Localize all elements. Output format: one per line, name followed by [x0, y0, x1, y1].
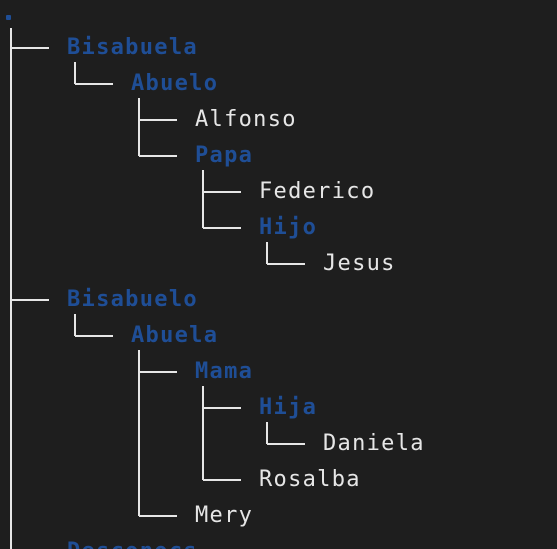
tree-directory-item[interactable]: Hija — [259, 395, 318, 420]
tree-file-item[interactable]: Federico — [259, 179, 376, 204]
tree-directory-item[interactable]: Desconocs — [67, 534, 198, 549]
tree-file-item[interactable]: Rosalba — [259, 467, 361, 492]
tree-file-item[interactable]: Jesus — [323, 251, 396, 276]
tree-file-item[interactable]: Mery — [195, 503, 254, 528]
tree-directory-item[interactable]: Abuelo — [131, 71, 219, 96]
tree-file-item[interactable]: Alfonso — [195, 107, 297, 132]
tree-directory-item[interactable]: Bisabuela — [67, 35, 198, 60]
tree-directory-item[interactable]: Mama — [195, 359, 254, 384]
tree-root-dot — [6, 15, 11, 20]
tree-directory-item[interactable]: Hijo — [259, 215, 318, 240]
tree-directory-item[interactable]: Bisabuelo — [67, 287, 198, 312]
tree-directory-item[interactable]: Abuela — [131, 323, 219, 348]
tree-directory-item[interactable]: Papa — [195, 143, 254, 168]
tree-file-item[interactable]: Daniela — [323, 431, 425, 456]
